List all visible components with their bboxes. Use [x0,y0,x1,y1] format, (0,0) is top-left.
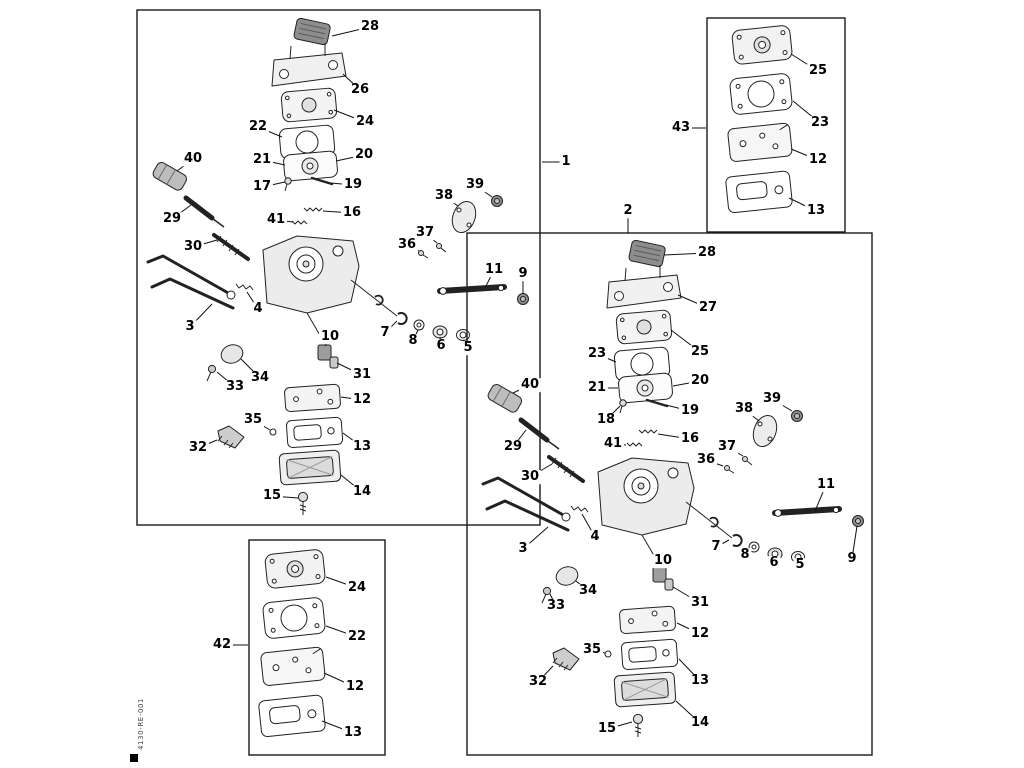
leader-line [657,433,691,440]
drawing-number: 4130-RE-001 [137,697,145,750]
registration-mark [130,754,138,762]
leader-line [342,432,363,448]
kit-43-plate-stack-drawing [724,24,794,214]
leader-line [512,384,531,394]
leader-line [331,26,371,37]
leader-line [406,244,420,252]
leader-line [330,182,354,186]
leader-line [606,721,633,730]
leader-line [744,548,752,556]
leader-line [321,720,354,734]
leader-line [336,362,363,376]
leader-line [678,658,701,682]
leader-line [672,380,701,387]
leader-line [257,126,283,138]
assembly-1-frame [136,9,541,526]
leader-line [252,419,271,431]
leader-line [705,459,724,467]
leader-line [771,398,793,412]
assembly-1-choke-parts-drawing [418,195,503,259]
leader-line [549,593,557,607]
leader-line [325,625,358,638]
carburetor-assembly-1-drawing [148,18,529,515]
leader-line [512,429,527,448]
leader-line [333,109,366,123]
leader-line [192,239,218,248]
leader-line [323,672,356,688]
leader-line [715,539,730,548]
leader-line [340,474,363,493]
leader-line [384,320,398,334]
kit-42-frame [248,539,386,756]
leader-line [790,53,819,72]
assembly-2-frame [466,232,873,756]
leader-line [522,526,549,550]
leader-line [537,665,554,683]
leader-line [575,580,589,592]
leader-line [612,443,627,446]
leader-line [322,210,353,214]
leader-line [424,232,438,244]
leader-line [665,404,691,412]
leader-line [663,252,708,256]
leader-line [788,197,817,212]
leader-line [605,405,621,421]
leader-line [670,329,701,353]
leader-line [240,358,261,379]
leader-line [743,408,760,422]
leader-line [342,73,361,91]
leader-line [581,513,596,538]
leader-line [672,586,701,604]
leader-line [529,463,553,478]
leader-line [790,148,819,161]
leader-line [340,396,363,401]
leader-line [171,204,192,220]
leader-line [726,446,744,457]
leader-line [275,219,294,223]
leader-line [261,181,286,188]
leader-line [176,158,194,172]
leader-line [851,525,858,560]
leader-line [658,560,664,568]
leader-line [596,353,617,363]
leader-line [246,291,259,310]
leader-line [675,700,701,724]
leader-line [676,622,701,635]
leader-line [261,159,286,166]
leader-line [197,439,218,449]
assembly-2-choke-parts-drawing [724,410,803,474]
leader-line [474,184,493,198]
leader-line [189,303,213,328]
leader-line [335,154,365,162]
kit-43-frame [706,17,846,233]
kit-42-plate-stack-drawing [257,548,327,738]
leader-line [792,100,821,124]
leader-line [271,495,299,499]
leader-line [216,371,236,388]
leader-line [325,576,358,589]
leader-line [677,294,709,309]
leader-line [591,649,606,654]
leader-line [443,195,459,207]
leader-line [412,329,419,342]
